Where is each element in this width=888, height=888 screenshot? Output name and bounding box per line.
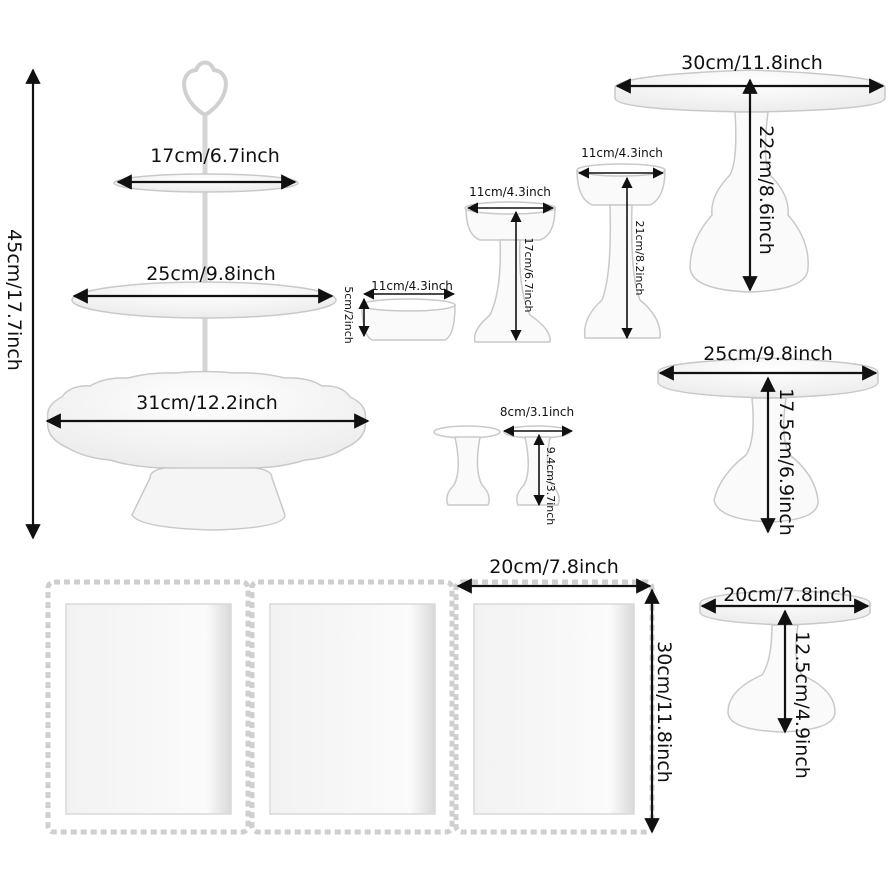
tray-left (45, 579, 251, 835)
label-stand-medium-width: 25cm/9.8inch (703, 343, 833, 365)
label-tier-mid: 25cm/9.8inch (146, 263, 276, 285)
label-stand-large-height: 22cm/8.6inch (755, 125, 777, 255)
tray-middle (249, 579, 455, 835)
label-mini-width: 8cm/3.1inch (500, 405, 574, 419)
label-tier-top: 17cm/6.7inch (150, 145, 280, 167)
label-tray-height: 30cm/11.8inch (653, 641, 675, 783)
cup-stand-short (464, 201, 556, 343)
label-stand-medium-height: 17.5cm/6.9inch (775, 388, 797, 536)
label-mini-height: 9.4cm/3.7inch (544, 447, 557, 526)
label-stand-small-width: 20cm/7.8inch (723, 584, 853, 606)
label-cup-a-width: 11cm/4.3inch (469, 185, 551, 199)
label-tier-bottom: 31cm/12.2inch (136, 392, 278, 414)
dimension-arrows (25, 68, 885, 834)
label-cup-b-width: 11cm/4.3inch (581, 146, 663, 160)
trays (45, 579, 655, 835)
label-stand-large-width: 30cm/11.8inch (681, 52, 823, 74)
label-cup-b-height: 21cm/8.2inch (633, 220, 646, 295)
label-stand-small-height: 12.5cm/4.9inch (791, 631, 813, 779)
tower-base (131, 467, 286, 531)
tray-right (453, 579, 655, 835)
label-bowl-width: 11cm/4.3inch (371, 279, 453, 293)
cup-stand-tall (576, 163, 666, 339)
label-tray-width: 20cm/7.8inch (489, 556, 619, 578)
label-cup-a-height: 17cm/6.7inch (522, 237, 535, 312)
small-bowl (360, 298, 456, 341)
label-tower-height: 45cm/17.7inch (3, 229, 25, 371)
label-bowl-height: 5cm/2inch (342, 286, 355, 344)
tower-tier-middle (71, 281, 337, 319)
tower-handle (182, 60, 228, 118)
